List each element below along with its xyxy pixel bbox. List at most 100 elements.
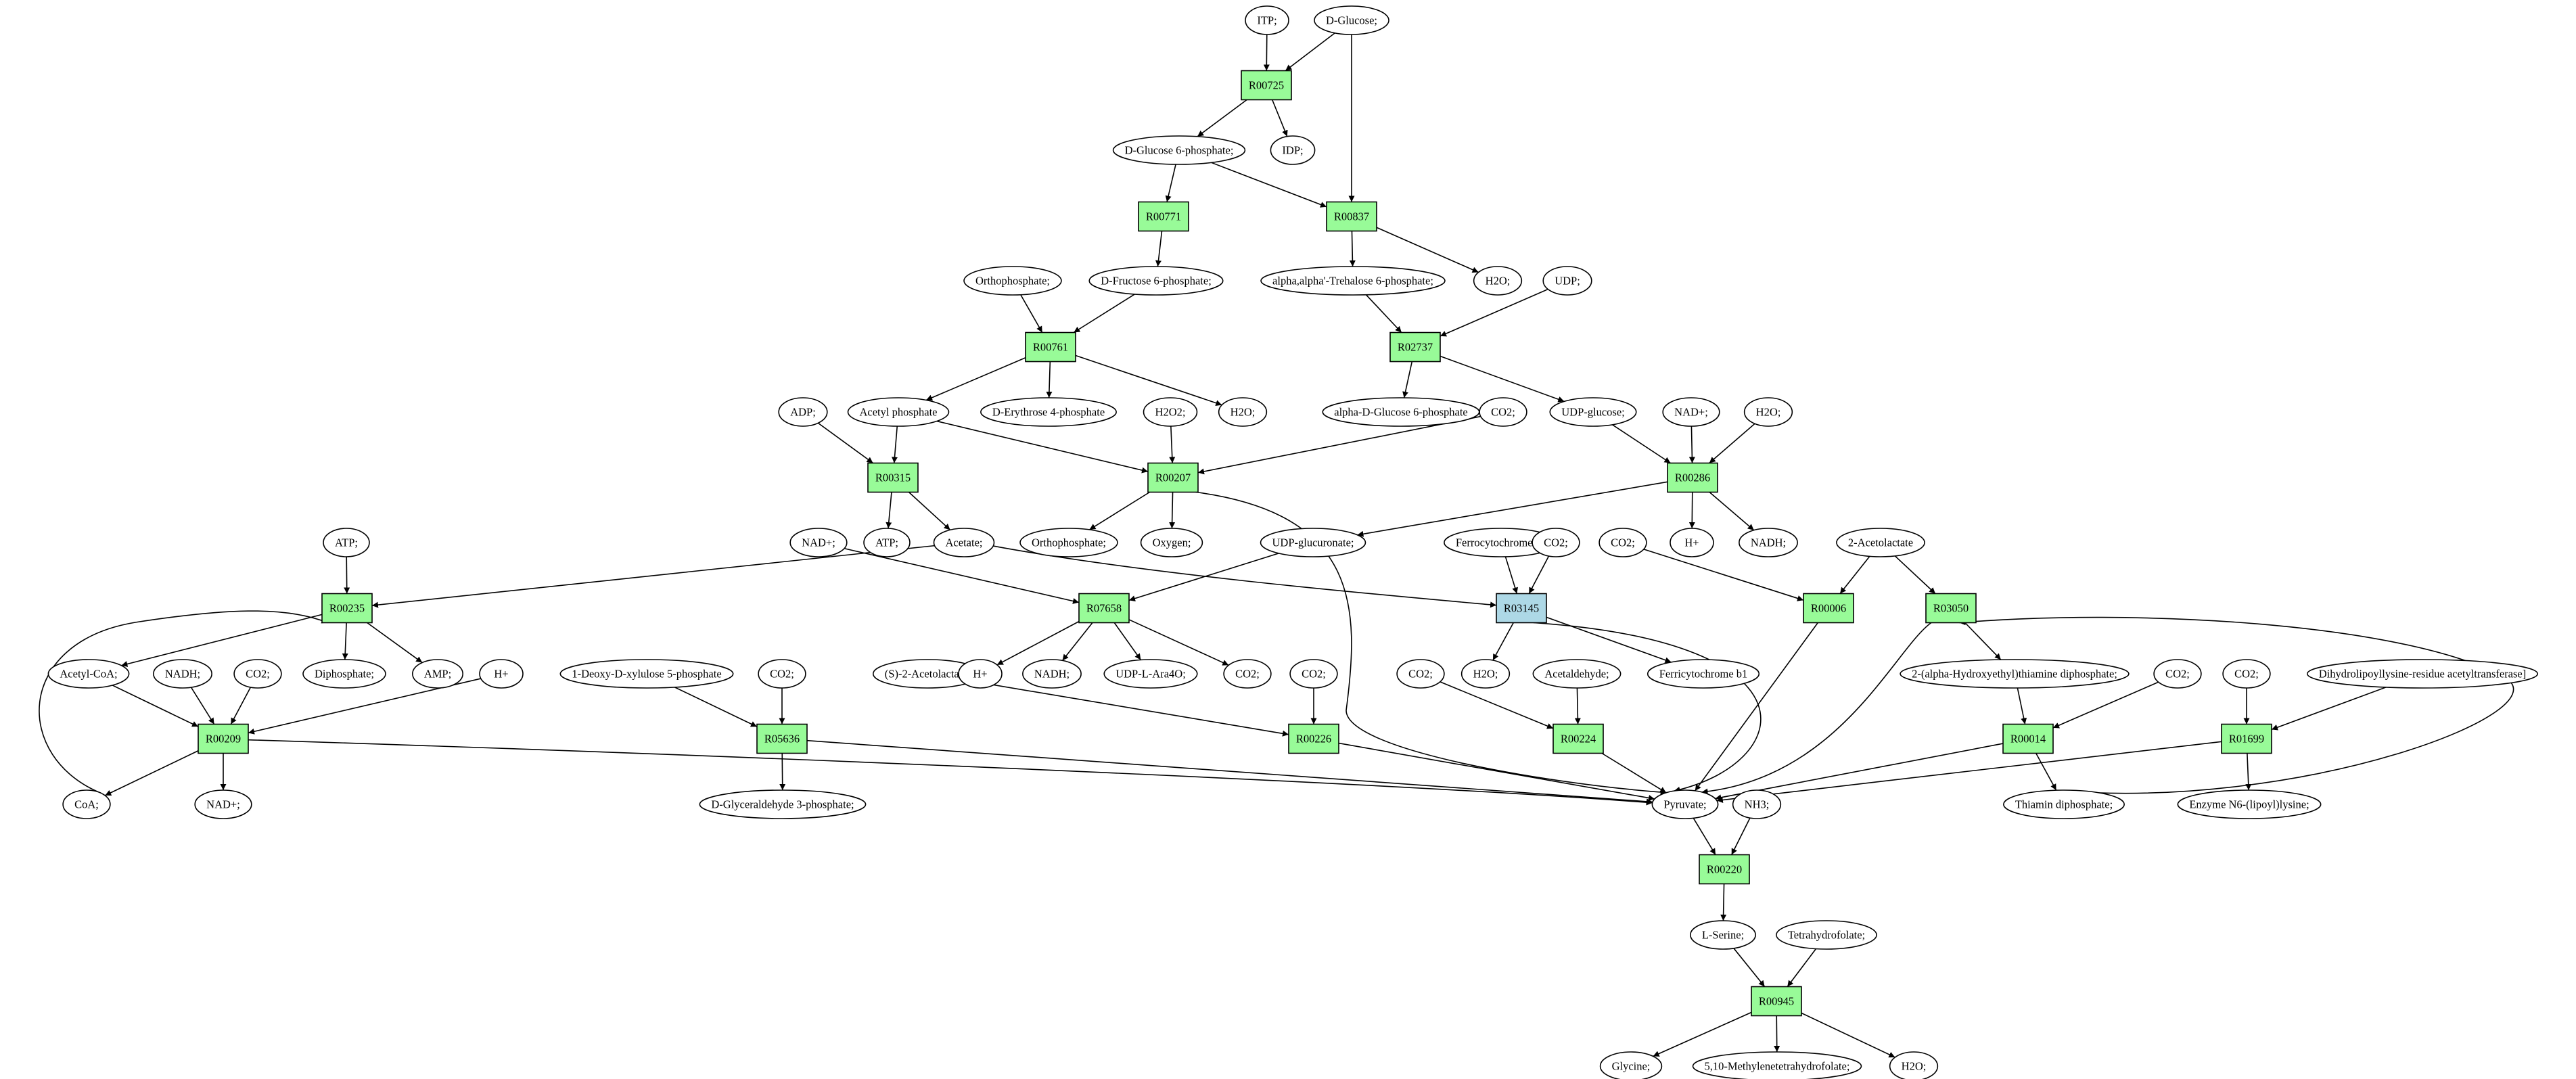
metabolite-node-m-hplus-2[interactable]: H+ bbox=[479, 659, 524, 689]
metabolite-node-m-nadh-1[interactable]: NADH; bbox=[1739, 528, 1798, 557]
metabolite-node-m-f6p[interactable]: D-Fructose 6-phosphate; bbox=[1088, 266, 1224, 296]
metabolite-node-m-acetaldehyde[interactable]: Acetaldehyde; bbox=[1532, 659, 1622, 689]
metabolite-node-m-acetylp[interactable]: Acetyl phosphate bbox=[847, 397, 950, 427]
metabolite-label: ATP; bbox=[875, 536, 898, 549]
metabolite-node-m-atp-1[interactable]: ATP; bbox=[323, 528, 370, 557]
reaction-node-r00209[interactable]: R00209 bbox=[198, 723, 249, 754]
reaction-node-r00286[interactable]: R00286 bbox=[1667, 462, 1718, 493]
metabolite-node-m-amp[interactable]: AMP; bbox=[412, 659, 463, 689]
metabolite-node-m-oxygen[interactable]: Oxygen; bbox=[1140, 528, 1203, 557]
reaction-node-r00761[interactable]: R00761 bbox=[1025, 331, 1076, 363]
metabolite-node-m-dihydrolipoyl[interactable]: Dihydrolipoyllysine-residue acetyltransf… bbox=[2306, 659, 2539, 689]
reaction-node-r03145[interactable]: R03145 bbox=[1496, 593, 1547, 624]
metabolite-node-m-h2o2[interactable]: H2O2; bbox=[1143, 397, 1198, 427]
metabolite-node-m-nadh-2[interactable]: NADH; bbox=[153, 659, 212, 689]
metabolite-node-m-hethpp[interactable]: 2-(alpha-Hydroxyethyl)thiamine diphospha… bbox=[1900, 659, 2130, 689]
metabolite-node-m-nad-1[interactable]: NAD+; bbox=[1662, 397, 1720, 427]
metabolite-node-m-co2-8[interactable]: CO2; bbox=[1396, 659, 1445, 689]
metabolite-node-m-trehalose6p[interactable]: alpha,alpha'-Trehalose 6-phosphate; bbox=[1260, 266, 1446, 296]
reaction-node-r00725[interactable]: R00725 bbox=[1241, 70, 1292, 101]
metabolite-node-m-udpglc[interactable]: UDP-glucose; bbox=[1549, 397, 1637, 427]
reaction-box bbox=[321, 593, 373, 624]
metabolite-node-m-methylenethf[interactable]: 5,10-Methylenetetrahydrofolate; bbox=[1692, 1051, 1862, 1079]
metabolite-node-m-nadh-3[interactable]: NADH; bbox=[1022, 659, 1082, 689]
metabolite-node-m-acetate[interactable]: Acetate; bbox=[933, 528, 995, 557]
reaction-node-r07658[interactable]: R07658 bbox=[1078, 593, 1130, 624]
metabolite-node-m-tpp[interactable]: Thiamin diphosphate; bbox=[2003, 789, 2125, 819]
metabolite-node-m-2acetolactate[interactable]: 2-Acetolactate bbox=[1836, 528, 1925, 557]
metabolite-node-m-g6p[interactable]: D-Glucose 6-phosphate; bbox=[1112, 135, 1246, 165]
metabolite-node-m-h2o-1[interactable]: H2O; bbox=[1473, 266, 1523, 296]
metabolite-node-m-udpglca[interactable]: UDP-glucuronate; bbox=[1260, 528, 1366, 557]
reaction-node-r00207[interactable]: R00207 bbox=[1147, 462, 1199, 493]
reaction-node-r02737[interactable]: R02737 bbox=[1389, 331, 1441, 363]
metabolite-node-m-nh3[interactable]: NH3; bbox=[1732, 789, 1782, 819]
metabolite-node-m-gap[interactable]: D-Glyceraldehyde 3-phosphate; bbox=[699, 789, 867, 819]
metabolite-node-m-ortho1[interactable]: Orthophosphate; bbox=[963, 266, 1062, 296]
metabolite-node-m-nad-2[interactable]: NAD+; bbox=[789, 528, 848, 557]
reaction-node-r03050[interactable]: R03050 bbox=[1925, 593, 1977, 624]
metabolite-node-m-adg6p[interactable]: alpha-D-Glucose 6-phosphate bbox=[1322, 397, 1480, 427]
reaction-node-r05636[interactable]: R05636 bbox=[756, 723, 808, 754]
reaction-node-r00235[interactable]: R00235 bbox=[321, 593, 373, 624]
metabolite-label: Glycine; bbox=[1612, 1060, 1651, 1073]
metabolite-node-m-co2-5[interactable]: CO2; bbox=[758, 659, 806, 689]
metabolite-ellipse bbox=[1260, 528, 1366, 557]
metabolite-node-m-hplus-1[interactable]: H+ bbox=[1670, 528, 1714, 557]
metabolite-node-m-lipoyllysine[interactable]: Enzyme N6-(lipoyl)lysine; bbox=[2177, 789, 2322, 819]
metabolite-node-m-co2-4[interactable]: CO2; bbox=[233, 659, 282, 689]
metabolite-node-m-itp[interactable]: ITP; bbox=[1245, 5, 1289, 35]
metabolite-ellipse bbox=[1112, 135, 1246, 165]
metabolite-node-m-h2o-5[interactable]: H2O; bbox=[1889, 1051, 1939, 1079]
metabolite-node-m-co2-9[interactable]: CO2; bbox=[2153, 659, 2202, 689]
metabolite-node-m-co2-6[interactable]: CO2; bbox=[1223, 659, 1272, 689]
metabolite-node-m-hplus-3[interactable]: H+ bbox=[958, 659, 1003, 689]
metabolite-node-m-pyruvate[interactable]: Pyruvate; bbox=[1651, 789, 1719, 819]
metabolite-node-m-glycine[interactable]: Glycine; bbox=[1599, 1051, 1663, 1079]
metabolite-node-m-co2-7[interactable]: CO2; bbox=[1289, 659, 1338, 689]
reaction-node-r00315[interactable]: R00315 bbox=[867, 462, 919, 493]
metabolite-node-m-udp[interactable]: UDP; bbox=[1542, 266, 1592, 296]
metabolite-ellipse bbox=[1549, 397, 1637, 427]
reaction-node-r00014[interactable]: R00014 bbox=[2002, 723, 2054, 754]
metabolite-node-m-acetylcoa[interactable]: Acetyl-CoA; bbox=[47, 659, 130, 689]
reaction-label: R00226 bbox=[1296, 733, 1331, 745]
reaction-node-r00220[interactable]: R00220 bbox=[1699, 854, 1750, 885]
metabolite-node-m-e4p[interactable]: D-Erythrose 4-phosphate bbox=[980, 397, 1117, 427]
edge-m-ferro-to-r03145 bbox=[1504, 556, 1518, 594]
reaction-node-r00837[interactable]: R00837 bbox=[1326, 201, 1377, 232]
metabolite-node-m-h2o-4[interactable]: H2O; bbox=[1460, 659, 1511, 689]
reaction-node-r00006[interactable]: R00006 bbox=[1803, 593, 1854, 624]
metabolite-node-m-idp[interactable]: IDP; bbox=[1270, 135, 1316, 165]
metabolite-node-m-thf[interactable]: Tetrahydrofolate; bbox=[1776, 920, 1877, 950]
edge-r00761-to-m-acetylp bbox=[925, 357, 1026, 401]
metabolite-node-m-co2-3[interactable]: CO2; bbox=[1598, 528, 1647, 557]
reaction-node-r00945[interactable]: R00945 bbox=[1751, 986, 1802, 1017]
metabolite-node-m-udpara4o[interactable]: UDP-L-Ara4O; bbox=[1103, 659, 1198, 689]
metabolite-node-m-h2o-2[interactable]: H2O; bbox=[1218, 397, 1268, 427]
metabolite-ellipse bbox=[2306, 659, 2539, 689]
metabolite-ellipse bbox=[778, 397, 828, 427]
metabolite-ellipse bbox=[479, 659, 524, 689]
metabolite-node-m-ferro[interactable]: Ferrocytochrome b1 bbox=[1444, 528, 1559, 557]
metabolite-ellipse bbox=[1662, 397, 1720, 427]
metabolite-node-m-atp-2[interactable]: ATP; bbox=[863, 528, 911, 557]
metabolite-node-m-co2-10[interactable]: CO2; bbox=[2222, 659, 2271, 689]
metabolite-node-m-co2-2[interactable]: CO2; bbox=[1532, 528, 1580, 557]
metabolite-node-m-ferri[interactable]: Ferricytochrome b1 bbox=[1647, 659, 1760, 689]
metabolite-node-m-deoxyxylulose[interactable]: 1-Deoxy-D-xylulose 5-phosphate bbox=[559, 659, 734, 689]
metabolite-ellipse bbox=[1743, 397, 1793, 427]
reaction-node-r01699[interactable]: R01699 bbox=[2221, 723, 2272, 754]
metabolite-node-m-adp[interactable]: ADP; bbox=[778, 397, 828, 427]
metabolite-node-m-ortho2[interactable]: Orthophosphate; bbox=[1019, 528, 1118, 557]
metabolite-node-m-co2-1[interactable]: CO2; bbox=[1479, 397, 1527, 427]
reaction-node-r00771[interactable]: R00771 bbox=[1138, 201, 1189, 232]
metabolite-node-m-h2o-3[interactable]: H2O; bbox=[1743, 397, 1793, 427]
reaction-node-r00226[interactable]: R00226 bbox=[1288, 723, 1339, 754]
metabolite-node-m-nad-3[interactable]: NAD+; bbox=[194, 789, 252, 819]
metabolite-node-m-serine[interactable]: L-Serine; bbox=[1690, 920, 1756, 950]
metabolite-node-m-coa[interactable]: CoA; bbox=[62, 789, 111, 819]
reaction-node-r00224[interactable]: R00224 bbox=[1552, 723, 1604, 754]
metabolite-node-m-diphosphate[interactable]: Diphosphate; bbox=[302, 659, 386, 689]
metabolite-node-m-glucose[interactable]: D-Glucose; bbox=[1314, 5, 1389, 35]
